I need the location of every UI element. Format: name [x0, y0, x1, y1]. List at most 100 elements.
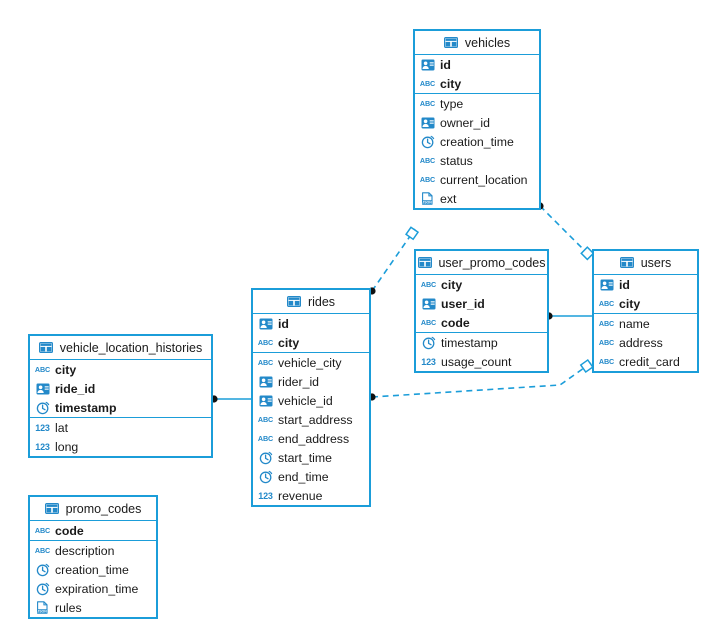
table-grid-icon — [417, 256, 432, 270]
column-name-label: end_time — [278, 469, 329, 484]
abc-icon: ABC — [420, 280, 437, 289]
contact-card-icon — [599, 278, 614, 292]
column-row[interactable]: creation_time — [30, 560, 156, 579]
column-name-label: usage_count — [441, 354, 512, 369]
column-row[interactable]: ride_id — [30, 379, 211, 398]
table-name-label: vehicles — [464, 35, 511, 50]
column-row[interactable]: start_time — [253, 448, 369, 467]
column-row[interactable]: id — [415, 55, 539, 74]
table-grid-icon — [287, 295, 302, 309]
column-row[interactable]: timestamp — [416, 333, 547, 352]
column-name-label: city — [278, 335, 300, 350]
contact-card-icon — [420, 58, 435, 72]
relationship-rel-vehicles-rides[interactable] — [368, 226, 420, 295]
column-row[interactable]: ABC city — [416, 275, 547, 294]
column-name-label: current_location — [440, 172, 528, 187]
column-row[interactable]: id — [594, 275, 697, 294]
table-title-rides: rides — [253, 290, 369, 314]
relationship-rel-upc-users[interactable] — [545, 312, 592, 320]
column-name-label: code — [55, 523, 84, 538]
123-icon: 123 — [35, 441, 50, 452]
abc-icon: ABC — [257, 415, 274, 424]
json-icon: JSON — [420, 192, 435, 206]
column-name-label: start_time — [278, 450, 332, 465]
contact-card-icon — [420, 116, 435, 130]
table-grid-icon — [45, 502, 60, 516]
column-name-label: ext — [440, 191, 457, 206]
column-name-label: type — [440, 96, 464, 111]
abc-icon: ABC — [34, 365, 51, 374]
column-name-label: vehicle_id — [278, 393, 333, 408]
abc-icon: ABC — [598, 357, 615, 366]
column-name-label: address — [619, 335, 663, 350]
column-name-label: end_address — [278, 431, 350, 446]
abc-icon: ABC — [598, 319, 615, 328]
abc-icon: ABC — [598, 338, 615, 347]
column-row[interactable]: expiration_time — [30, 579, 156, 598]
relationship-rel-vlh-rides[interactable] — [210, 395, 251, 403]
column-row[interactable]: ABC name — [594, 314, 697, 333]
column-row[interactable]: creation_time — [415, 132, 539, 151]
column-row[interactable]: ABC address — [594, 333, 697, 352]
table-title-promo_codes: promo_codes — [30, 497, 156, 521]
123-icon: 123 — [421, 356, 436, 367]
column-row[interactable]: timestamp — [30, 398, 211, 417]
table-name-label: rides — [307, 294, 336, 309]
table-title-vehicles: vehicles — [415, 31, 539, 55]
column-row[interactable]: vehicle_id — [253, 391, 369, 410]
column-row[interactable]: ABC city — [253, 333, 369, 352]
target-marker-square — [405, 226, 420, 241]
table-grid-icon — [39, 341, 54, 355]
column-row[interactable]: end_time — [253, 467, 369, 486]
abc-icon: ABC — [257, 338, 274, 347]
svg-text:JSON: JSON — [37, 610, 47, 614]
column-row[interactable]: 123 usage_count — [416, 352, 547, 371]
column-name-label: city — [441, 277, 463, 292]
column-row[interactable]: user_id — [416, 294, 547, 313]
clock-icon — [35, 563, 50, 577]
column-name-label: name — [619, 316, 650, 331]
column-name-label: id — [440, 57, 451, 72]
123-icon: 123 — [35, 422, 50, 433]
column-row[interactable]: JSON ext — [415, 189, 539, 208]
json-icon: JSON — [35, 601, 50, 615]
column-row[interactable]: id — [253, 314, 369, 333]
abc-icon: ABC — [419, 156, 436, 165]
column-row[interactable]: owner_id — [415, 113, 539, 132]
column-row[interactable]: rider_id — [253, 372, 369, 391]
clock-icon — [420, 135, 435, 149]
column-name-label: vehicle_city — [278, 355, 342, 370]
column-name-label: id — [619, 277, 630, 292]
column-name-label: revenue — [278, 488, 323, 503]
abc-icon: ABC — [420, 318, 437, 327]
